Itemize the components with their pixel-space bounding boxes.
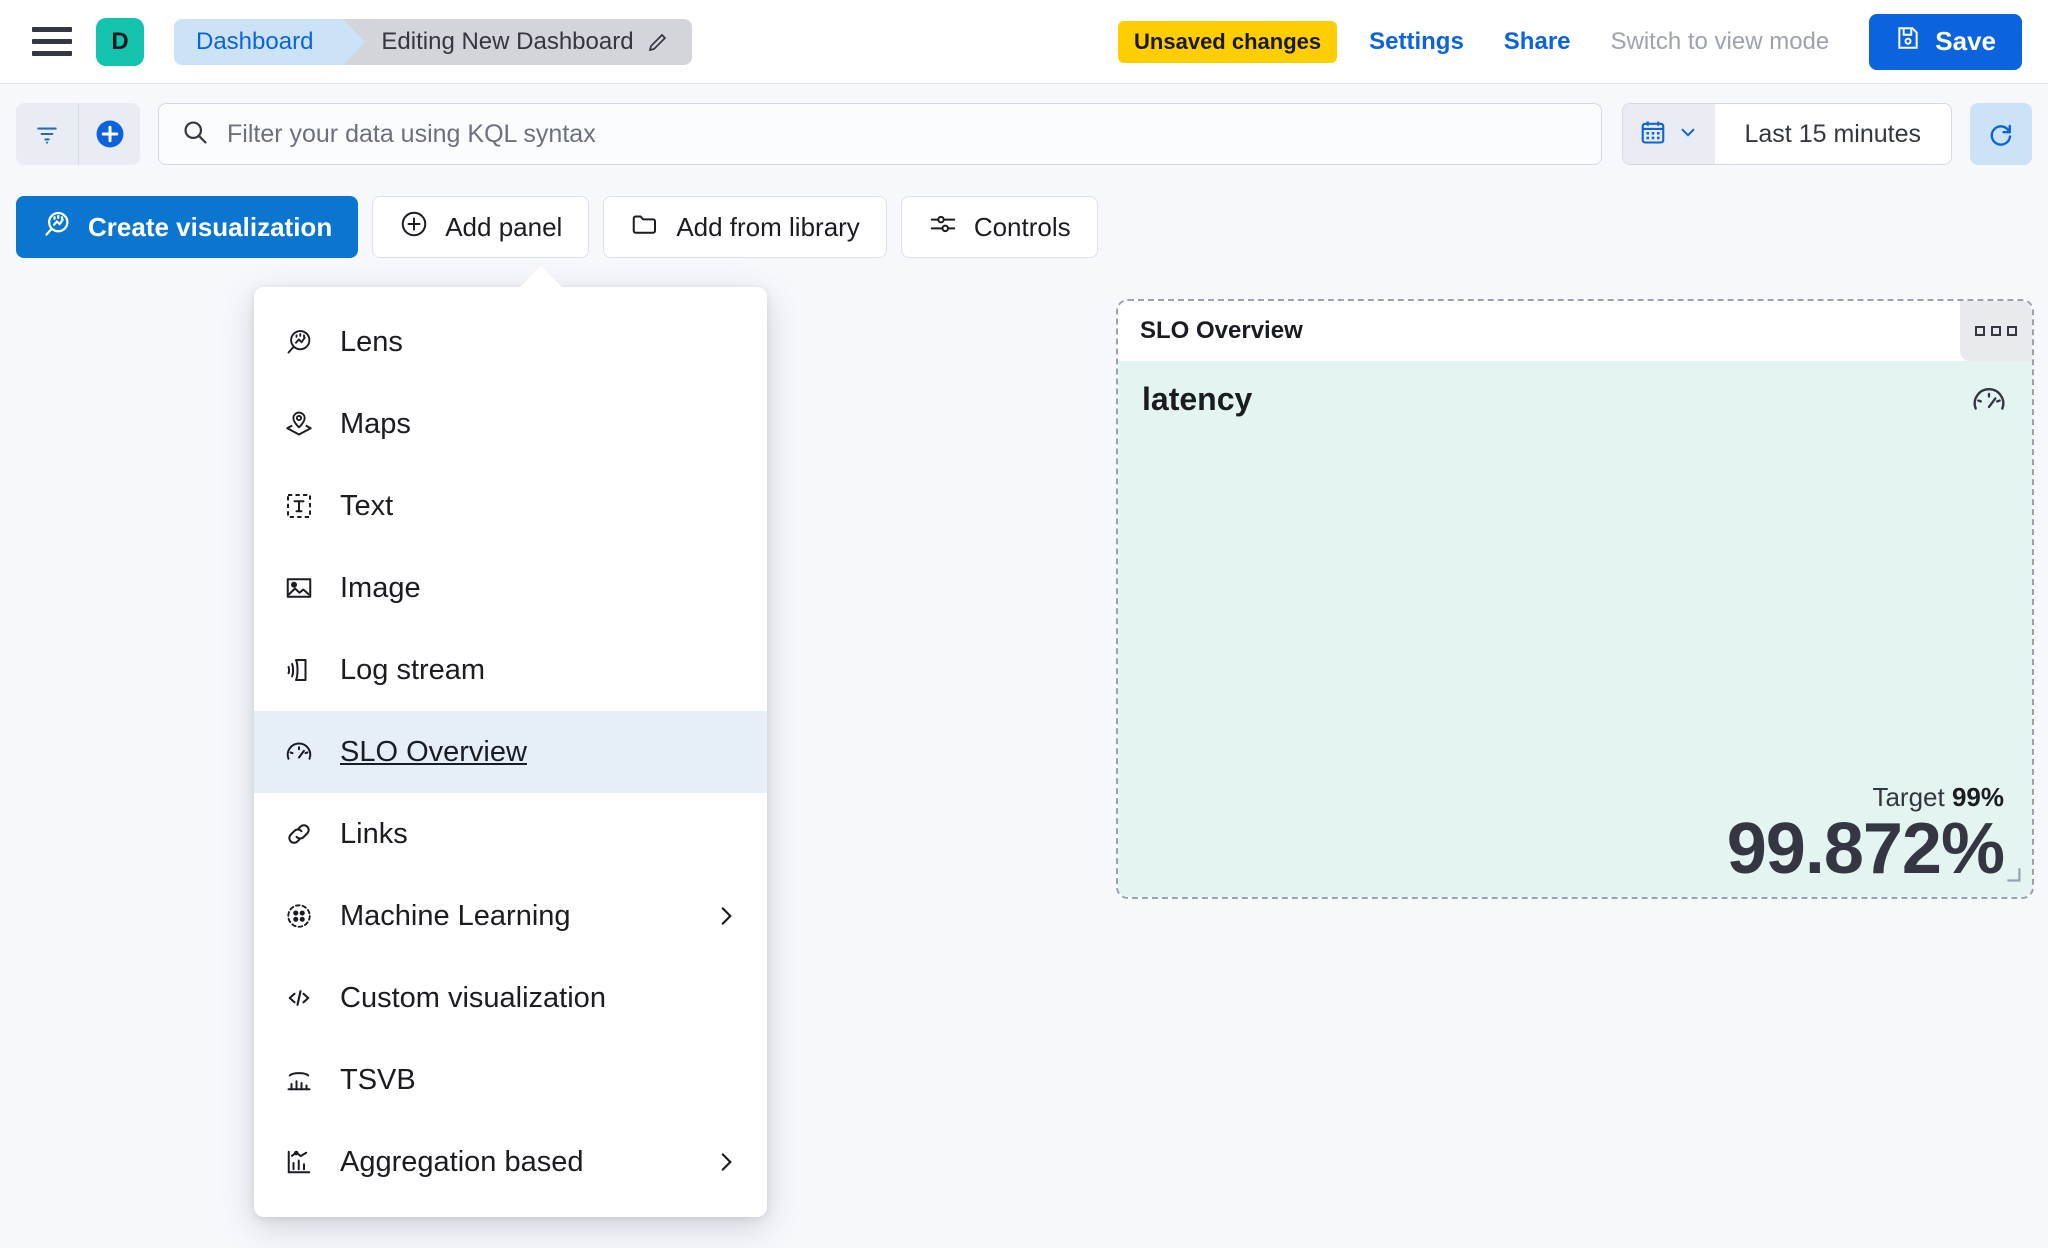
gauge-icon: [1970, 381, 2008, 424]
search-icon: [181, 118, 209, 151]
breadcrumb: Dashboard Editing New Dashboard: [174, 18, 692, 65]
menu-item-label: Log stream: [340, 653, 486, 686]
breadcrumb-item-editing[interactable]: Editing New Dashboard: [343, 18, 692, 65]
header-actions: Unsaved changes Settings Share Switch to…: [1118, 13, 2048, 70]
controls-button[interactable]: Controls: [900, 196, 1098, 258]
settings-link[interactable]: Settings: [1369, 27, 1464, 55]
chevron-right-icon: [713, 903, 739, 929]
panel-title[interactable]: SLO Overview: [1140, 317, 1303, 344]
calendar-icon: [1639, 118, 1667, 151]
slo-name: latency: [1142, 381, 1253, 417]
add-panel-menu: Lens Maps Text Image: [254, 287, 767, 1217]
menu-item-log-stream[interactable]: Log stream: [254, 629, 767, 711]
chevron-down-icon: [1677, 121, 1699, 148]
chevron-right-icon: [713, 1149, 739, 1175]
time-range-label[interactable]: Last 15 minutes: [1744, 119, 1922, 148]
dashboard-toolbar: Create visualization Add panel Add from …: [16, 196, 1098, 258]
sliders-icon: [928, 209, 958, 246]
search-placeholder: Filter your data using KQL syntax: [227, 119, 596, 148]
search-input[interactable]: Filter your data using KQL syntax: [158, 103, 1602, 165]
lens-icon: [42, 209, 72, 246]
slo-target-label: Target: [1872, 782, 1945, 812]
slo-sli-value: 99.872%: [1726, 809, 2005, 889]
menu-item-text[interactable]: Text: [254, 465, 767, 547]
hamburger-icon[interactable]: [32, 22, 72, 62]
breadcrumb-label: Dashboard: [196, 27, 314, 55]
tsvb-icon: [282, 1063, 316, 1097]
log-stream-icon: [282, 653, 316, 687]
menu-item-label: Maps: [340, 407, 411, 440]
space-avatar[interactable]: D: [96, 17, 144, 66]
menu-item-label: Text: [340, 489, 394, 522]
menu-item-tsvb[interactable]: TSVB: [254, 1039, 767, 1121]
folder-icon: [630, 209, 660, 246]
plus-circle-icon: [399, 209, 429, 246]
share-link[interactable]: Share: [1503, 27, 1571, 55]
map-marker-icon: [282, 407, 316, 441]
controls-label: Controls: [973, 211, 1071, 242]
ml-icon: [282, 899, 316, 933]
menu-item-label: Machine Learning: [340, 899, 571, 932]
slo-target-value: 99%: [1951, 782, 2004, 812]
resize-handle-icon[interactable]: [2002, 864, 2024, 891]
date-quick-select-button[interactable]: [1622, 104, 1715, 164]
grid-dots-icon[interactable]: [1960, 301, 2032, 361]
lens-icon: [282, 325, 316, 359]
menu-item-custom-visualization[interactable]: Custom visualization: [254, 957, 767, 1039]
slo-metrics: Target 99% 99.872%: [1726, 782, 2005, 889]
pencil-icon[interactable]: [646, 30, 670, 54]
menu-item-links[interactable]: Links: [254, 793, 767, 875]
panel-body: latency Target 99% 99.872%: [1118, 361, 2032, 897]
text-box-icon: [282, 489, 316, 523]
link-icon: [282, 817, 316, 851]
menu-item-slo-overview[interactable]: SLO Overview: [254, 711, 767, 793]
menu-pointer-arrow: [519, 266, 563, 288]
unsaved-changes-badge[interactable]: Unsaved changes: [1118, 20, 1338, 63]
app-header: D Dashboard Editing New Dashboard Unsave…: [0, 0, 2048, 84]
menu-item-label: Custom visualization: [340, 981, 606, 1014]
menu-item-lens[interactable]: Lens: [254, 301, 767, 383]
add-panel-label: Add panel: [445, 211, 563, 242]
gauge-icon: [282, 735, 316, 769]
agg-chart-icon: [282, 1145, 316, 1179]
save-disk-icon: [1895, 25, 1921, 58]
menu-item-aggregation-based[interactable]: Aggregation based: [254, 1121, 767, 1203]
menu-item-label: Image: [340, 571, 421, 604]
add-from-library-label: Add from library: [676, 211, 860, 242]
menu-item-image[interactable]: Image: [254, 547, 767, 629]
refresh-icon[interactable]: [1970, 103, 2032, 165]
save-button[interactable]: Save: [1869, 13, 2022, 70]
time-range-picker[interactable]: Last 15 minutes: [1621, 103, 1952, 165]
add-filter-icon[interactable]: [78, 103, 140, 165]
dashboard-panel-slo-overview[interactable]: SLO Overview latency Target 99% 99.872%: [1116, 299, 2034, 899]
space-initial: D: [111, 27, 129, 55]
menu-item-machine-learning[interactable]: Machine Learning: [254, 875, 767, 957]
menu-item-label: SLO Overview: [340, 735, 527, 768]
image-icon: [282, 571, 316, 605]
menu-item-label: Aggregation based: [340, 1145, 584, 1178]
create-visualization-button[interactable]: Create visualization: [16, 196, 359, 258]
query-bar: Filter your data using KQL syntax: [0, 84, 2048, 184]
breadcrumb-label: Editing New Dashboard: [381, 27, 634, 55]
add-from-library-button[interactable]: Add from library: [603, 196, 887, 258]
filter-icon[interactable]: [16, 103, 78, 165]
slo-target-row: Target 99%: [1727, 782, 2004, 813]
menu-item-label: Links: [340, 817, 408, 850]
code-icon: [282, 981, 316, 1015]
breadcrumb-item-dashboard[interactable]: Dashboard: [174, 18, 366, 65]
add-panel-button[interactable]: Add panel: [372, 196, 590, 258]
menu-item-maps[interactable]: Maps: [254, 383, 767, 465]
menu-item-label: TSVB: [340, 1063, 416, 1096]
create-visualization-label: Create visualization: [88, 211, 333, 242]
save-button-label: Save: [1935, 26, 1996, 56]
filter-button-group: [16, 103, 140, 165]
menu-item-label: Lens: [340, 325, 403, 358]
switch-to-view-mode-link[interactable]: Switch to view mode: [1610, 27, 1830, 55]
panel-header: SLO Overview: [1118, 301, 2032, 361]
